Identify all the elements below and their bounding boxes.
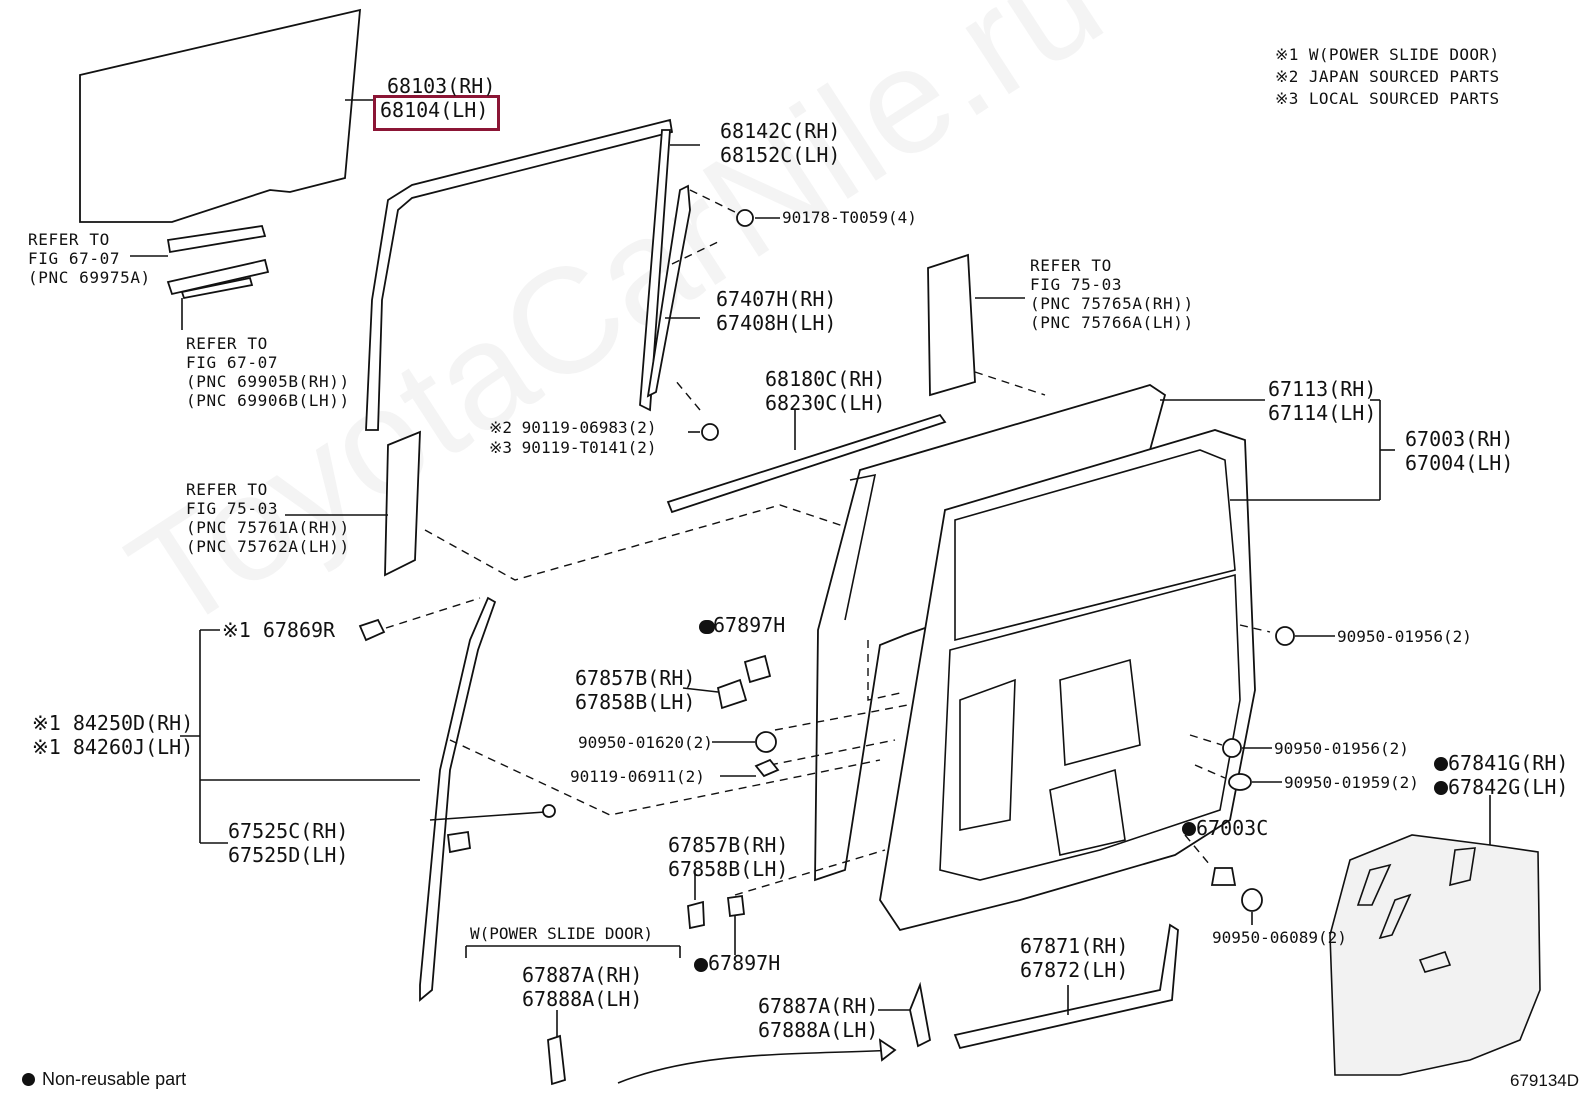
non-reusable-legend-dot — [22, 1073, 35, 1086]
ref-fig-7503-a-line4: (PNC 75762A(LH)) — [186, 537, 350, 556]
callout-switch-rh: ※1 84250D(RH) — [32, 711, 194, 735]
glass-run-part — [365, 118, 674, 431]
scuff-plate-part — [953, 923, 1179, 1050]
legend-note-2: ※2 JAPAN SOURCED PARTS — [1275, 67, 1500, 86]
callout-strip-rh: 68180C(RH) — [765, 367, 886, 391]
callout-garnish-b-lh: 67888A(LH) — [758, 1018, 879, 1042]
non-reusable-legend-text: Non-reusable part — [42, 1069, 187, 1089]
ref-fig-6707-b-line3: (PNC 69905B(RH)) — [186, 372, 350, 391]
callout-plug-01956-a: 90950-01956(2) — [1337, 627, 1472, 646]
callout-cover-a-rh: 67857B(RH) — [575, 666, 696, 690]
ref-fig-6707-b-line2: FIG 67-07 — [186, 353, 279, 372]
non-reusable-dot — [1182, 822, 1196, 836]
door-panel-part — [879, 429, 1256, 932]
callout-plug-01956-b: 90950-01956(2) — [1274, 739, 1409, 758]
callout-plug-01959: 90950-01959(2) — [1284, 773, 1419, 792]
callout-cable-rh: 67525C(RH) — [228, 819, 349, 843]
callout-weatherstrip-lh: 67114(LH) — [1268, 401, 1377, 425]
callout-power-slide: W(POWER SLIDE DOOR) — [470, 924, 654, 943]
ref-fig-7503-b-line1: REFER TO — [1030, 256, 1112, 275]
callout-plug-67003c: 67003C — [1196, 816, 1269, 840]
ref-fig-6707-a-line3: (PNC 69975A) — [28, 268, 151, 287]
ref-fig-6707-a-line1: REFER TO — [28, 230, 110, 249]
callout-bolt-90178: 90178-T0059(4) — [782, 208, 917, 227]
pillar-switch-part — [419, 596, 497, 1002]
highlight-box — [373, 95, 500, 131]
callout-door-rh: 67003(RH) — [1405, 427, 1514, 451]
callout-screw-2: ※2 90119-06983(2) — [489, 418, 657, 437]
ref-fig-7503-b-line2: FIG 75-03 — [1030, 275, 1123, 294]
callout-plug-06089: 90950-06089(2) — [1212, 928, 1347, 947]
non-reusable-dot — [1434, 757, 1448, 771]
callout-frame-lh: 67408H(LH) — [716, 311, 837, 335]
non-reusable-dot — [1434, 781, 1448, 795]
callout-garnish-a-lh: 67888A(LH) — [522, 987, 643, 1011]
callout-switch-lh: ※1 84260J(LH) — [32, 735, 194, 759]
callout-plug-top: 67897H — [713, 613, 786, 637]
callout-garnish-a-rh: 67887A(RH) — [522, 963, 643, 987]
callout-frame-rh: 67407H(RH) — [716, 287, 837, 311]
non-reusable-dot — [699, 620, 713, 634]
diagram-id: 679134D — [1510, 1071, 1580, 1090]
callout-hole-cover-rh: 67841G(RH) — [1448, 751, 1569, 775]
ref-fig-7503-a-line2: FIG 75-03 — [186, 499, 279, 518]
callout-protector: ※1 67869R — [222, 618, 336, 642]
ref-fig-7503-a-line3: (PNC 75761A(RH)) — [186, 518, 350, 537]
callout-glass-rh: 68103(RH) — [387, 74, 496, 98]
callout-door-lh: 67004(LH) — [1405, 451, 1514, 475]
door-glass-part — [79, 8, 362, 223]
callout-glass-lh: 68104(LH) — [380, 98, 489, 122]
ref-fig-6707-a-line2: FIG 67-07 — [28, 249, 121, 268]
callout-scuff-rh: 67871(RH) — [1020, 934, 1129, 958]
callout-garnish-b-rh: 67887A(RH) — [758, 994, 879, 1018]
belt-moulding-part — [666, 413, 947, 514]
ref-fig-7503-b-line4: (PNC 75766A(LH)) — [1030, 313, 1194, 332]
ref-fig-6707-b-line1: REFER TO — [186, 334, 268, 353]
ref-fig-6707-b-line4: (PNC 69906B(LH)) — [186, 391, 350, 410]
pillar-garnish-part — [384, 430, 421, 577]
non-reusable-legend: Non-reusable part — [22, 1068, 186, 1090]
callout-run-lh: 68152C(LH) — [720, 143, 841, 167]
door-frame-part — [646, 184, 691, 398]
callout-run-rh: 68142C(RH) — [720, 119, 841, 143]
callout-cover-a-lh: 67858B(LH) — [575, 690, 696, 714]
callout-nut-01620: 90950-01620(2) — [578, 733, 713, 752]
legend-note-1: ※1 W(POWER SLIDE DOOR) — [1275, 45, 1500, 64]
callout-cover-b-rh: 67857B(RH) — [668, 833, 789, 857]
ref-fig-7503-b-line3: (PNC 75765A(RH)) — [1030, 294, 1194, 313]
callout-cable-lh: 67525D(LH) — [228, 843, 349, 867]
non-reusable-dot — [694, 958, 708, 972]
callout-scuff-lh: 67872(LH) — [1020, 958, 1129, 982]
cover-a-part — [716, 678, 748, 710]
callout-screw-3: ※3 90119-T0141(2) — [489, 438, 657, 457]
callout-bolt-06911: 90119-06911(2) — [570, 767, 705, 786]
ref-fig-7503-a-line1: REFER TO — [186, 480, 268, 499]
callout-cover-b-lh: 67858B(LH) — [668, 857, 789, 881]
callout-plug-bottom: 67897H — [708, 951, 781, 975]
callout-weatherstrip-rh: 67113(RH) — [1268, 377, 1377, 401]
callout-strip-lh: 68230C(LH) — [765, 391, 886, 415]
callout-hole-cover-lh: 67842G(LH) — [1448, 775, 1569, 799]
legend-note-3: ※3 LOCAL SOURCED PARTS — [1275, 89, 1500, 108]
